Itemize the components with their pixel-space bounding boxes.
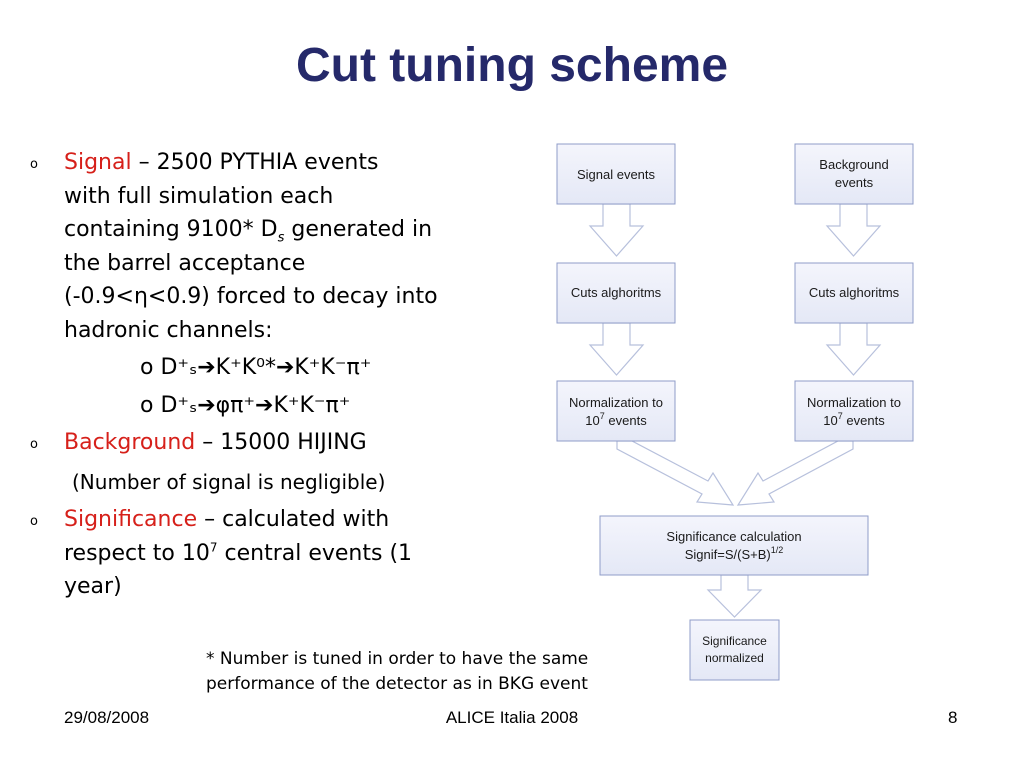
- footnote: * Number is tuned in order to have the s…: [206, 647, 646, 697]
- background-events-label-2: events: [835, 175, 874, 190]
- bullet-marker: o: [30, 157, 38, 172]
- signal-text-5: (-0.9<η<0.9) forced to decay into: [64, 284, 438, 309]
- arrow-down-icon: [706, 574, 763, 618]
- signal-text-6: hadronic channels:: [64, 317, 273, 343]
- negligible-note: (Number of signal is negligible): [72, 469, 386, 494]
- signal-text-3a: containing 9100* D: [64, 217, 278, 242]
- bullet-list: o Signal – 2500 PYTHIA events with full …: [30, 146, 510, 604]
- slide-title: Cut tuning scheme: [295, 39, 729, 92]
- normalization-right-label-1: Normalization to: [807, 395, 901, 410]
- signal-text-2: with full simulation each: [64, 183, 334, 209]
- page-number: 8: [948, 708, 958, 727]
- decay-1-text: D⁺ₛ➔K⁺K⁰*➔K⁺K⁻π⁺: [160, 355, 372, 380]
- significance-formula-exp: 1/2: [771, 545, 784, 555]
- signal-term: Signal: [64, 150, 132, 175]
- normalization-right-label-2: 107 events: [823, 411, 885, 428]
- background-text: – 15000 HIJING: [195, 430, 367, 455]
- signal-text-3sub: s: [277, 230, 285, 246]
- decay-channel-2: o D⁺ₛ➔φπ⁺➔K⁺K⁻π⁺: [30, 389, 510, 423]
- footer-date: 29/08/2008: [64, 708, 150, 727]
- normalization-left-box: [556, 380, 676, 442]
- decay-channel-1: o D⁺ₛ➔K⁺K⁰*➔K⁺K⁻π⁺: [30, 351, 510, 385]
- significance-formula: Signif=S/(S+B): [685, 547, 771, 562]
- arrow-diagonal-icon: [616, 440, 735, 506]
- significance-calc-box: [599, 515, 869, 576]
- bullet-marker: o: [30, 514, 38, 529]
- signal-text-4: the barrel acceptance: [64, 250, 306, 276]
- normalization-left-exp: 7: [600, 411, 605, 421]
- decay-2-text: D⁺ₛ➔φπ⁺➔K⁺K⁻π⁺: [160, 392, 351, 418]
- significance-normalized-label-1: Significance: [702, 634, 767, 648]
- normalization-left-events: events: [605, 413, 647, 428]
- background-term: Background: [64, 430, 196, 455]
- bullet-background: o Background – 15000 HIJING: [30, 426, 510, 460]
- significance-calc-label-1: Significance calculation: [666, 529, 801, 544]
- bullet-significance: o Significance – calculated with respect…: [30, 503, 510, 604]
- arrow-down-icon: [825, 322, 882, 376]
- arrow-diagonal-icon: [736, 440, 854, 506]
- cuts-right-label: Cuts alghoritms: [809, 285, 900, 300]
- normalization-right-box: [794, 380, 914, 442]
- significance-text-2a: respect to 10: [64, 540, 210, 566]
- significance-term: Significance: [64, 507, 198, 532]
- signal-events-label: Signal events: [577, 167, 656, 182]
- significance-normalized-box: [689, 619, 780, 681]
- signal-text-3b: generated in: [284, 217, 433, 242]
- significance-text-3: year): [64, 574, 122, 599]
- significance-normalized-label-2: normalized: [705, 651, 764, 665]
- footnote-line-2: performance of the detector as in BKG ev…: [206, 674, 588, 694]
- bullet-signal: o Signal – 2500 PYTHIA events with full …: [30, 146, 510, 347]
- normalization-left-10: 10: [585, 413, 599, 428]
- normalization-right-exp: 7: [838, 411, 843, 421]
- signal-events-box: [556, 143, 676, 205]
- normalization-left-label-2: 107 events: [585, 411, 647, 428]
- significance-calc-label-2: Signif=S/(S+B)1/2: [685, 545, 784, 562]
- footer-center: ALICE Italia 2008: [445, 708, 579, 727]
- footnote-line-1: * Number is tuned in order to have the s…: [206, 649, 589, 669]
- cuts-left-box: [556, 262, 676, 324]
- bullet-marker: o: [140, 392, 154, 418]
- background-events-label-1: Background: [819, 157, 888, 172]
- normalization-left-label-1: Normalization to: [569, 395, 663, 410]
- normalization-right-events: events: [843, 413, 885, 428]
- bullet-marker: o: [30, 437, 38, 452]
- significance-text-2b: central events (1: [217, 540, 413, 566]
- background-events-box: [794, 143, 914, 205]
- arrow-down-icon: [825, 203, 882, 257]
- arrow-down-icon: [588, 322, 645, 376]
- signal-text-1: – 2500 PYTHIA events: [131, 150, 379, 175]
- arrow-down-icon: [588, 203, 645, 257]
- bullet-marker: o: [140, 355, 154, 380]
- normalization-right-10: 10: [823, 413, 837, 428]
- significance-text-2sup: 7: [209, 540, 218, 555]
- significance-text-1: – calculated with: [197, 507, 390, 532]
- cuts-left-label: Cuts alghoritms: [571, 285, 662, 300]
- cuts-right-box: [794, 262, 914, 324]
